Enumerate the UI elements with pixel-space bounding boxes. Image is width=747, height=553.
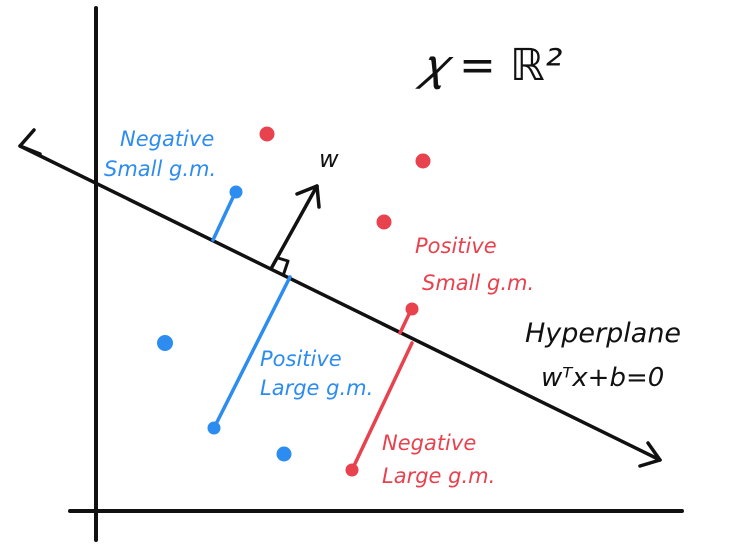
red-large-margin-segment bbox=[350, 341, 414, 472]
negative-large-label-line2: Large g.m. bbox=[382, 464, 495, 488]
positive-large-label-line1: Positive bbox=[260, 347, 342, 371]
w-vector-line bbox=[270, 184, 319, 269]
right-angle-marker bbox=[276, 256, 290, 275]
w-vector-label: w bbox=[319, 145, 339, 173]
blue-point bbox=[157, 335, 173, 351]
blue-large-margin-segment bbox=[212, 275, 292, 430]
red-point bbox=[259, 126, 275, 142]
red-point-small-margin bbox=[405, 302, 419, 316]
red-point bbox=[376, 214, 392, 230]
negative-small-label-line1: Negative bbox=[120, 127, 214, 151]
hyperplane-right-arrowhead bbox=[638, 441, 662, 468]
positive-large-label-line2: Large g.m. bbox=[260, 376, 373, 400]
hyperplane-line bbox=[18, 144, 662, 462]
negative-large-label-line1: Negative bbox=[382, 431, 476, 455]
hyperplane-equation: wᵀx+b=0 bbox=[541, 363, 664, 393]
positive-small-label-line1: Positive bbox=[415, 234, 497, 258]
blue-point-small-margin bbox=[229, 185, 243, 199]
hyperplane-left-arrowhead bbox=[18, 128, 42, 156]
w-vector-arrowhead bbox=[295, 184, 321, 209]
positive-small-label-line2: Small g.m. bbox=[422, 271, 534, 295]
blue-point-large-margin bbox=[207, 421, 221, 435]
negative-small-label-line2: Small g.m. bbox=[104, 157, 216, 181]
blue-small-margin-segment bbox=[211, 191, 237, 242]
blue-point bbox=[276, 446, 292, 462]
hyperplane-title: Hyperplane bbox=[525, 318, 681, 349]
space-formula: 𝜒 = ℝ² bbox=[415, 40, 562, 91]
red-point bbox=[415, 153, 431, 169]
red-point-large-margin bbox=[345, 463, 359, 477]
